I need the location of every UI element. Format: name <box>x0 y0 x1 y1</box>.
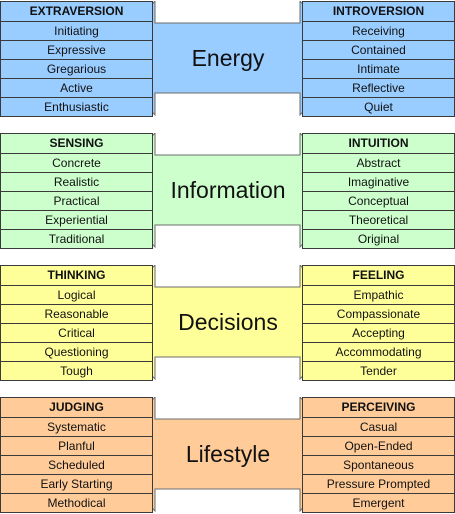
trait-item: Reasonable <box>1 304 152 323</box>
trait-item: Tough <box>1 361 152 380</box>
trait-item: Practical <box>1 191 152 210</box>
preference-heading: THINKING <box>47 268 106 282</box>
trait-item: Methodical <box>1 493 152 512</box>
trait-item: Scheduled <box>1 455 152 474</box>
dimension-label: Energy <box>191 45 265 71</box>
trait-item: Reflective <box>303 78 454 97</box>
trait-item: Realistic <box>1 172 152 191</box>
trait-item: Accepting <box>303 323 454 342</box>
trait-item: Compassionate <box>303 304 454 323</box>
trait-item: Emergent <box>303 493 454 512</box>
trait-item: Traditional <box>1 229 152 248</box>
trait-item: Systematic <box>1 417 152 436</box>
trait-item: Abstract <box>303 153 454 172</box>
preference-heading: INTROVERSION <box>332 4 425 18</box>
trait-item: Empathic <box>303 285 454 304</box>
trait-item: Theoretical <box>303 210 454 229</box>
preference-heading: EXTRAVERSION <box>29 4 124 18</box>
dimension-label: Decisions <box>178 309 278 335</box>
dimension-label: Information <box>170 177 286 203</box>
trait-item: Pressure Prompted <box>303 474 454 493</box>
preference-heading: FEELING <box>352 268 405 282</box>
preference-heading: SENSING <box>49 136 104 150</box>
trait-item: Questioning <box>1 342 152 361</box>
trait-item: Initiating <box>1 21 152 40</box>
trait-item: Critical <box>1 323 152 342</box>
trait-item: Conceptual <box>303 191 454 210</box>
trait-item: Spontaneous <box>303 455 454 474</box>
trait-item: Active <box>1 78 152 97</box>
preference-heading: JUDGING <box>49 400 104 414</box>
trait-item: Expressive <box>1 40 152 59</box>
trait-item: Open-Ended <box>303 436 454 455</box>
trait-item: Experiential <box>1 210 152 229</box>
dimension-label: Lifestyle <box>185 441 271 467</box>
trait-item: Gregarious <box>1 59 152 78</box>
trait-item: Planful <box>1 436 152 455</box>
trait-item: Intimate <box>303 59 454 78</box>
trait-item: Quiet <box>303 97 454 116</box>
trait-item: Receiving <box>303 21 454 40</box>
trait-item: Contained <box>303 40 454 59</box>
trait-item: Enthusiastic <box>1 97 152 116</box>
trait-item: Tender <box>303 361 454 380</box>
preference-heading: PERCEIVING <box>341 400 416 414</box>
trait-item: Early Starting <box>1 474 152 493</box>
trait-item: Casual <box>303 417 454 436</box>
trait-item: Imaginative <box>303 172 454 191</box>
trait-item: Original <box>303 229 454 248</box>
preference-heading: INTUITION <box>348 136 409 150</box>
trait-item: Logical <box>1 285 152 304</box>
trait-item: Concrete <box>1 153 152 172</box>
trait-item: Accommodating <box>303 342 454 361</box>
